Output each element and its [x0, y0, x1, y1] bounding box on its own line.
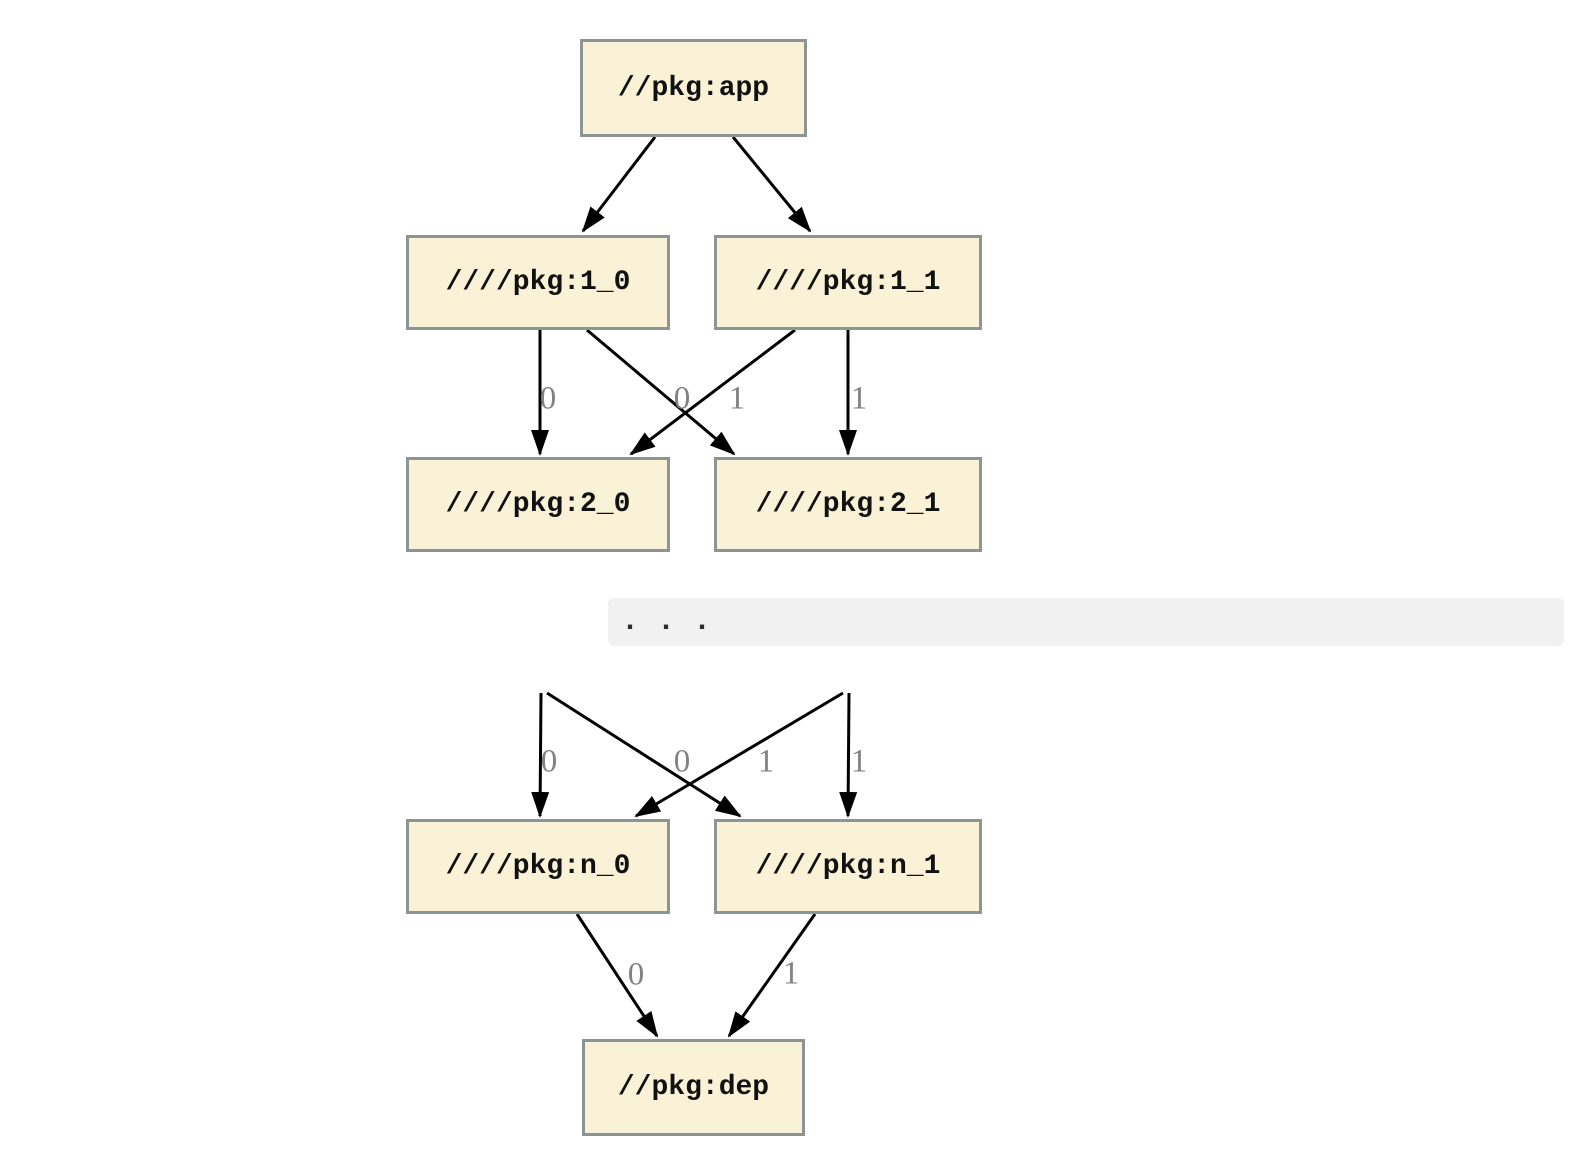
edge-1_1-to-2_0	[629, 328, 796, 456]
node-pkg-n_1: ////pkg:n_1	[714, 819, 982, 914]
node-pkg-app: //pkg:app	[580, 39, 807, 137]
node-pkg-n_0: ////pkg:n_0	[406, 819, 670, 914]
edge-label-n_1-dep: 1	[782, 955, 800, 992]
node-label: //pkg:dep	[617, 1072, 770, 1103]
edge-label-left-n_1: 1	[757, 743, 775, 780]
ellipsis-dots: . . .	[621, 605, 712, 639]
node-pkg-2_1: ////pkg:2_1	[714, 457, 982, 552]
node-label: ////pkg:1_1	[755, 267, 941, 298]
edge-hidden-left-to-n_1	[546, 691, 742, 818]
node-label: ////pkg:1_0	[445, 267, 631, 298]
node-pkg-1_1: ////pkg:1_1	[714, 235, 982, 330]
edge-hidden-left-to-n_0	[531, 692, 550, 818]
edge-label-1_1-2_1: 1	[850, 380, 868, 417]
node-label: ////pkg:n_0	[445, 851, 631, 882]
edge-hidden-right-to-n_0	[634, 691, 844, 818]
edge-label-right-n_1: 1	[850, 743, 868, 780]
edge-hidden-right-to-n_1	[839, 692, 858, 818]
edge-app-to-1_1	[731, 136, 812, 233]
edge-label-1_0-2_1: 1	[728, 380, 746, 417]
edge-n_0-to-dep	[575, 913, 659, 1038]
node-label: //pkg:app	[617, 72, 770, 104]
edge-n_1-to-dep	[727, 913, 817, 1038]
edge-label-left-n_0: 0	[540, 743, 558, 780]
node-pkg-1_0: ////pkg:1_0	[406, 235, 670, 330]
node-label: ////pkg:2_1	[755, 489, 941, 520]
node-label: ////pkg:2_0	[445, 489, 631, 520]
node-pkg-dep: //pkg:dep	[582, 1039, 805, 1136]
node-label: ////pkg:n_1	[755, 851, 941, 882]
edge-label-right-n_0: 0	[673, 743, 691, 780]
ellipsis-band: . . .	[608, 598, 1564, 646]
edge-label-1_0-2_0: 0	[539, 380, 557, 417]
edge-label-n_0-dep: 0	[627, 956, 645, 993]
edge-1_0-to-2_1	[586, 328, 736, 456]
edge-label-1_1-2_0: 0	[673, 380, 691, 417]
node-pkg-2_0: ////pkg:2_0	[406, 457, 670, 552]
edge-app-to-1_0	[581, 136, 657, 233]
